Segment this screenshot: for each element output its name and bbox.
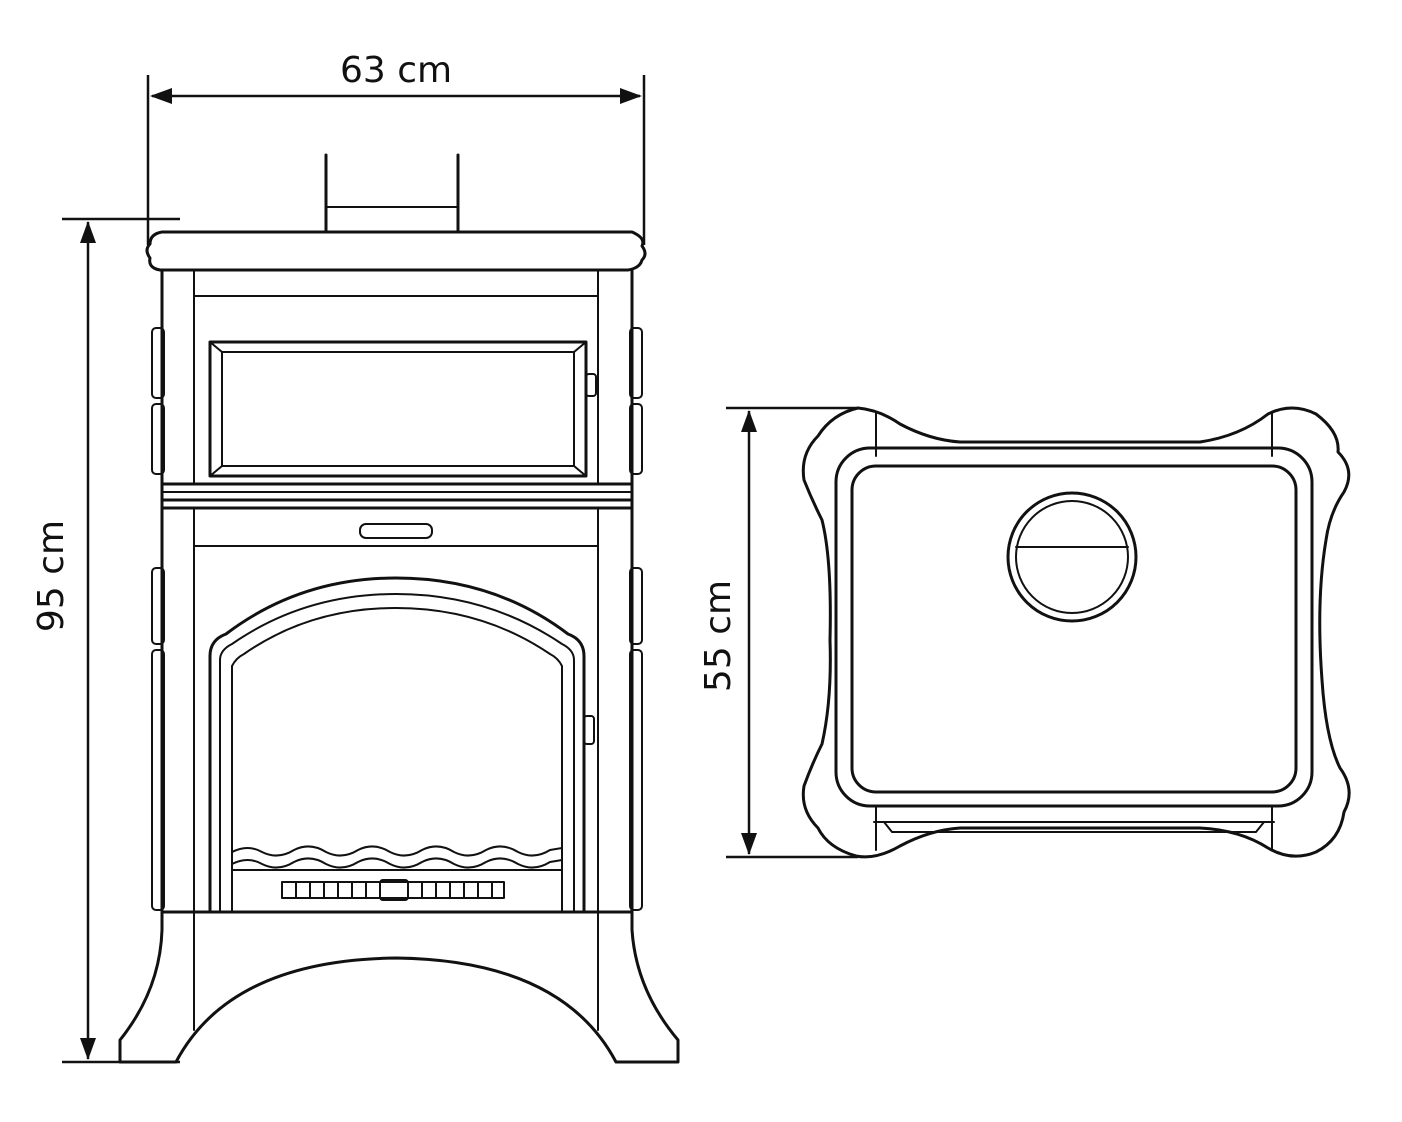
drawer-handle-icon [359,523,433,539]
side-lug-left-1 [151,327,165,399]
ash-grate-icon [281,879,505,901]
flue-collar-icon [1006,491,1138,623]
stove-top-view [801,406,1351,859]
depth-arrow-top [741,410,757,432]
depth-dimension: 55 cm [698,406,858,859]
side-lug-right-4 [629,649,643,911]
side-lug-left-2 [151,403,165,475]
depth-label: 55 cm [698,580,739,692]
height-arrow-bottom [80,1038,96,1060]
height-dimension: 95 cm [31,217,180,1064]
side-lug-right-3 [629,567,643,645]
lower-body [160,506,634,914]
width-dimension: 63 cm [146,50,646,245]
width-arrow-left [150,88,172,104]
stove-front-view [118,153,680,1064]
side-lug-right-1 [629,327,643,399]
oven-window [208,340,597,478]
flue-pipe [324,153,460,234]
width-arrow-right [620,88,642,104]
door-hinge-icon [583,715,595,745]
side-lug-left-4 [151,649,165,911]
top-view-outline [801,406,1351,859]
oven-hinge-icon [585,373,597,397]
flame-line [231,845,563,857]
depth-arrow-bottom [741,833,757,855]
upper-body [160,268,634,486]
side-lug-left-3 [151,567,165,645]
height-label: 95 cm [31,520,72,632]
firebox-door [208,576,595,914]
top-plate-inner [850,464,1298,794]
side-lug-right-2 [629,403,643,475]
top-plate [145,230,647,272]
height-arrow-top [80,221,96,243]
width-label: 63 cm [340,50,452,91]
stove-base-legs [118,910,680,1064]
